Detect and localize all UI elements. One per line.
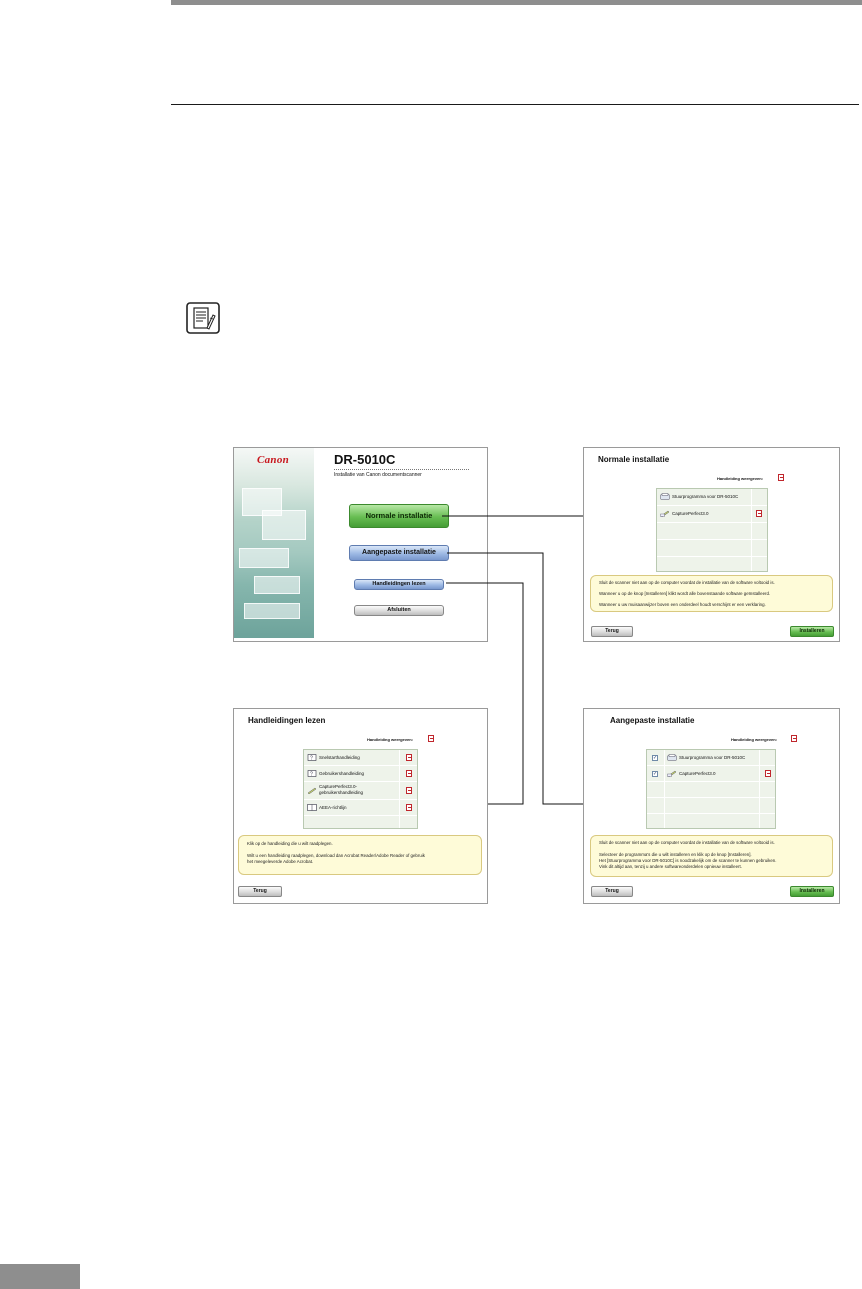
list-item[interactable]: Stuurprogramma voor DR-5010C [672, 494, 739, 499]
pdf-icon [428, 735, 434, 742]
pdf-icon[interactable] [406, 787, 412, 794]
show-manual-label: Handleiding weergeven: [731, 737, 778, 742]
svg-text:?: ? [310, 756, 313, 762]
info-text: Wilt u een handleiding raadplegen, downl… [247, 853, 425, 858]
captureperfect-icon [660, 510, 670, 517]
note-icon [186, 302, 220, 334]
list-item[interactable]: Snelstarthandleiding [319, 755, 360, 760]
info-text: Sluit de scanner niet aan op de computer… [599, 840, 775, 845]
info-text: Wanneer u op de knop [Installeren] klikt… [599, 591, 771, 596]
info-text: het meegeleverde Adobe Acrobat. [247, 859, 314, 864]
info-box: Klik op de handleiding die u wilt raadpl… [238, 835, 482, 875]
read-manuals-window: Handleidingen lezen Handleiding weergeve… [233, 708, 488, 904]
manual-list: ? Snelstarthandleiding ? Gebruikershandl… [303, 749, 418, 829]
custom-install-window: Aangepaste installatie Handleiding weerg… [583, 708, 840, 904]
list-item[interactable]: Gebruikershandleiding [319, 771, 365, 776]
show-manual-label: Handleiding weergeven: [367, 737, 414, 742]
captureperfect-checkbox[interactable]: ✓ [652, 771, 658, 777]
info-box: Sluit de scanner niet aan op de computer… [590, 835, 833, 877]
info-text: Vink dit altijd aan, tenzij u andere sof… [599, 864, 742, 869]
info-text: Wanneer u uw muisaanwijzer boven een ond… [599, 602, 766, 607]
main-launcher-window: Canon DR-5010C Installatie van Canon doc… [233, 447, 488, 642]
captureperfect-icon [667, 770, 677, 777]
driver-icon [660, 493, 670, 500]
info-text: Selecteer de programma's die u wilt inst… [599, 852, 752, 857]
header-bar [171, 0, 862, 5]
installer-subtitle: Installatie van Canon documentscanner [334, 472, 422, 478]
list-item[interactable]: AEEA-richtlijn [319, 805, 347, 810]
manual-book-icon: ? [307, 770, 317, 777]
software-list: ✓ Stuurprogramma voor DR-5010C ✓ Capture… [646, 749, 776, 829]
driver-checkbox[interactable]: ✓ [652, 755, 658, 761]
header-rule [171, 104, 859, 105]
panel-title: Aangepaste installatie [610, 716, 695, 725]
pdf-icon[interactable] [765, 770, 771, 777]
list-item[interactable]: gebruikershandleiding [319, 790, 364, 795]
pdf-icon [791, 735, 797, 742]
captureperfect-icon [307, 787, 317, 794]
normal-install-window: Normale installatie Handleiding weergeve… [583, 447, 840, 642]
pdf-icon[interactable] [756, 510, 762, 517]
list-item[interactable]: CapturePerfect3.0- [319, 784, 358, 789]
back-button[interactable]: Terug [238, 886, 282, 897]
panel-title: Handleidingen lezen [248, 716, 326, 725]
back-button[interactable]: Terug [591, 626, 633, 637]
document-icon [307, 804, 317, 811]
software-list: Stuurprogramma voor DR-5010C CapturePerf… [656, 488, 768, 572]
model-rule [334, 469, 469, 470]
exit-button[interactable]: Afsluiten [354, 605, 444, 616]
info-box: Sluit de scanner niet aan op de computer… [590, 575, 833, 612]
custom-install-button[interactable]: Aangepaste installatie [349, 545, 449, 561]
info-text: Het [Stuurprogramma voor DR-5010C] is no… [599, 858, 777, 863]
back-button[interactable]: Terug [591, 886, 633, 897]
driver-icon [667, 754, 677, 761]
pdf-icon[interactable] [406, 804, 412, 811]
read-manuals-button[interactable]: Handleidingen lezen [354, 579, 444, 590]
pdf-icon[interactable] [406, 754, 412, 761]
list-item[interactable]: CapturePerfect3.0 [672, 511, 709, 516]
show-manual-label: Handleiding weergeven: [717, 476, 764, 481]
info-text: Sluit de scanner niet aan op de computer… [599, 580, 775, 585]
install-button[interactable]: Installeren [790, 626, 834, 637]
pdf-icon[interactable] [406, 770, 412, 777]
panel-title: Normale installatie [598, 455, 670, 464]
page-number-tab [0, 1264, 80, 1289]
model-name: DR-5010C [334, 452, 396, 467]
svg-text:?: ? [310, 772, 313, 778]
canon-logo: Canon [257, 454, 290, 466]
decorative-artwork [234, 448, 314, 638]
list-item[interactable]: Stuurprogramma voor DR-5010C [679, 755, 746, 760]
normal-install-button[interactable]: Normale installatie [349, 504, 449, 528]
manual-book-icon: ? [307, 754, 317, 761]
list-item[interactable]: CapturePerfect3.0 [679, 771, 716, 776]
pdf-icon [778, 474, 784, 481]
install-button[interactable]: Installeren [790, 886, 834, 897]
info-text: Klik op de handleiding die u wilt raadpl… [247, 841, 333, 846]
